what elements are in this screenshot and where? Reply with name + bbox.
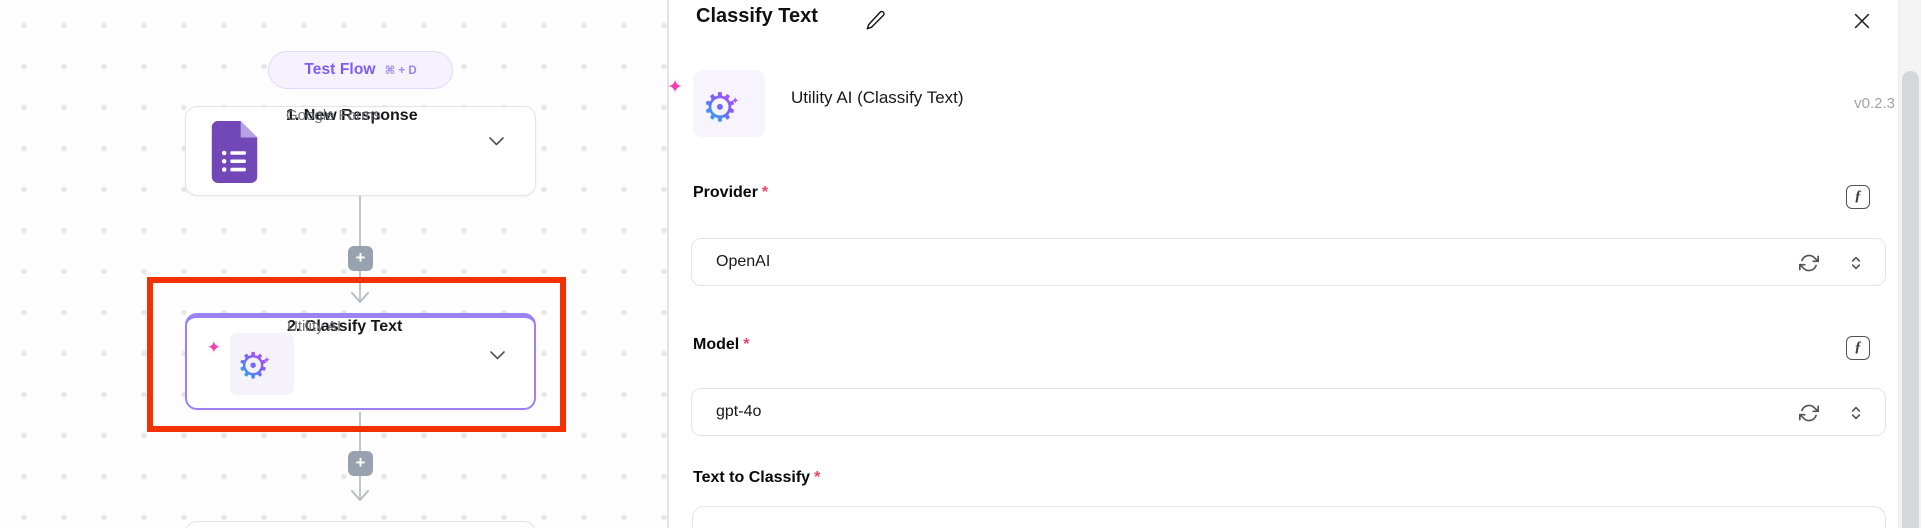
required-marker: * bbox=[743, 336, 750, 353]
panel-title: Classify Text bbox=[696, 5, 818, 27]
close-icon[interactable] bbox=[1851, 10, 1873, 32]
refresh-icon[interactable] bbox=[1799, 403, 1819, 423]
node-title: 2. Classify Text bbox=[287, 318, 403, 335]
sparkle-icon: ✦ bbox=[206, 338, 221, 358]
scrollbar-track[interactable] bbox=[1898, 0, 1921, 528]
utility-ai-icon: ⚙ ✦ ✦ bbox=[207, 333, 294, 395]
provider-dynamic-value-button[interactable]: ƒ bbox=[1846, 185, 1870, 209]
piece-name: Utility AI (Classify Text) bbox=[791, 88, 964, 107]
scrollbar-thumb[interactable] bbox=[1902, 71, 1919, 528]
test-flow-button[interactable]: Test Flow ⌘ + D bbox=[268, 51, 453, 89]
chevrons-up-down-icon[interactable] bbox=[1846, 253, 1866, 273]
arrowhead-icon bbox=[350, 292, 370, 304]
required-marker: * bbox=[761, 184, 769, 201]
test-flow-shortcut: ⌘ + D bbox=[384, 65, 417, 77]
add-step-button[interactable]: + bbox=[348, 246, 373, 271]
google-forms-icon bbox=[211, 121, 258, 183]
chevron-down-icon[interactable] bbox=[490, 351, 505, 360]
field-label-text: Text to Classify bbox=[693, 469, 811, 486]
gear-icon: ⚙ bbox=[237, 346, 270, 387]
node-title: 1. New Response bbox=[286, 107, 418, 124]
flow-node-new-response[interactable]: 1. New Response Google Forms bbox=[185, 106, 536, 196]
flow-node-classify-text[interactable]: ⚙ ✦ ✦ 2. Classify Text Utility AI bbox=[185, 313, 536, 410]
field-label-text: Model bbox=[693, 336, 740, 353]
small-sparkle-icon: ✦ bbox=[731, 96, 740, 107]
arrowhead-icon bbox=[350, 490, 370, 502]
field-label-text: Provider bbox=[693, 184, 758, 201]
refresh-icon[interactable] bbox=[1799, 253, 1819, 273]
gear-icon: ⚙ bbox=[702, 85, 738, 131]
text-to-classify-label: Text to Classify* bbox=[693, 469, 820, 487]
model-value: gpt-4o bbox=[716, 403, 762, 420]
next-flow-node[interactable] bbox=[185, 521, 536, 528]
small-sparkle-icon: ✦ bbox=[263, 356, 271, 366]
piece-version: v0.2.3 bbox=[1854, 95, 1895, 112]
provider-value: OpenAI bbox=[716, 253, 771, 270]
sparkle-icon: ✦ bbox=[667, 76, 683, 98]
add-step-button[interactable]: + bbox=[348, 451, 373, 476]
node-subtitle: Google Forms bbox=[286, 107, 382, 124]
edit-name-icon[interactable] bbox=[865, 9, 887, 31]
model-label: Model* bbox=[693, 336, 749, 354]
model-dynamic-value-button[interactable]: ƒ bbox=[1846, 336, 1870, 360]
provider-label: Provider* bbox=[693, 184, 768, 202]
flow-canvas[interactable]: Test Flow ⌘ + D 1. New Response Google F… bbox=[0, 0, 668, 528]
step-settings-panel: Classify Text ⚙ ✦ ✦ Utility AI (Classify… bbox=[667, 0, 1925, 528]
utility-ai-icon: ⚙ ✦ ✦ bbox=[667, 70, 765, 137]
node-subtitle: Utility AI bbox=[287, 318, 342, 335]
required-marker: * bbox=[814, 469, 821, 486]
chevron-down-icon[interactable] bbox=[489, 137, 504, 146]
provider-select[interactable]: OpenAI bbox=[691, 238, 1886, 286]
test-flow-label: Test Flow bbox=[304, 61, 376, 78]
model-select[interactable]: gpt-4o bbox=[691, 388, 1886, 436]
text-to-classify-container bbox=[692, 506, 1886, 528]
chevrons-up-down-icon[interactable] bbox=[1846, 403, 1866, 423]
